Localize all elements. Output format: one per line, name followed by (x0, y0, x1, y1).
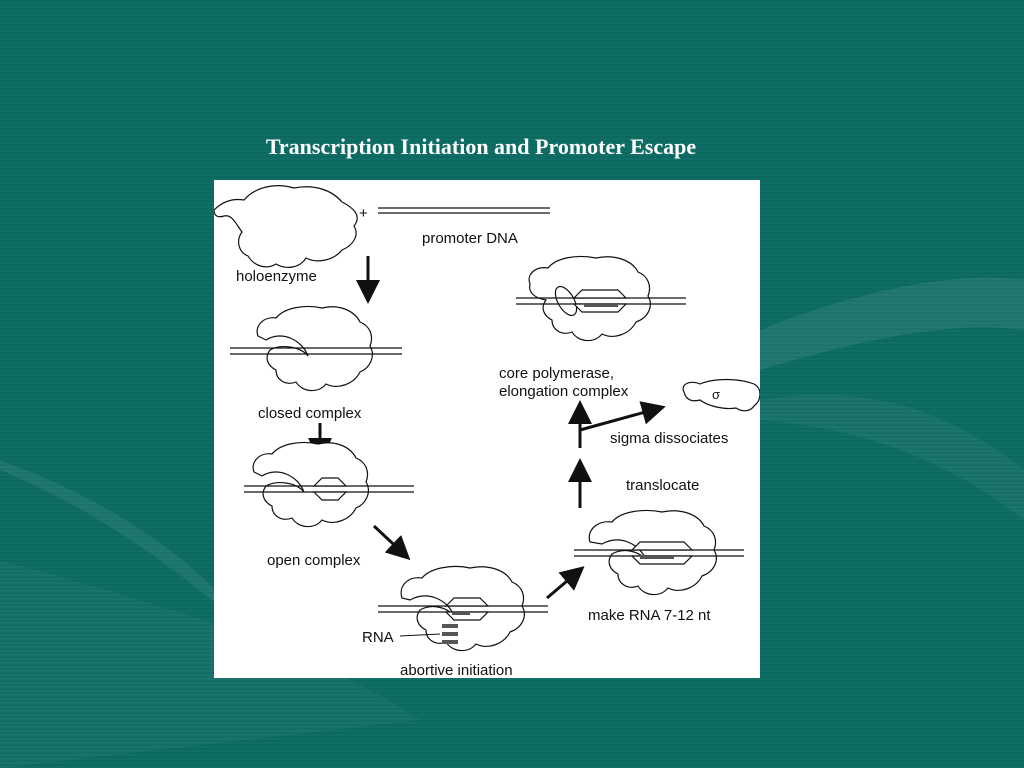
label-core-polymerase-line1: core polymerase, (499, 365, 614, 382)
label-rna: RNA (362, 629, 394, 646)
label-translocate: translocate (626, 477, 699, 494)
arrow-to-make-rna (547, 570, 580, 598)
promoter-dna (378, 208, 550, 213)
arrow-sigma-dissociates (580, 408, 660, 430)
diagram-canvas: + promoter DNA holoenzyme closed complex (214, 180, 760, 678)
make-rna-blob (589, 510, 716, 594)
label-promoter-dna: promoter DNA (422, 230, 518, 247)
label-open-complex: open complex (267, 552, 361, 569)
label-abortive-initiation: abortive initiation (400, 662, 513, 678)
label-make-rna: make RNA 7-12 nt (588, 607, 711, 624)
open-complex-blob (253, 442, 368, 526)
abortive-complex-blob (401, 566, 524, 650)
label-core-polymerase-line2: elongation complex (499, 383, 629, 400)
diagram-figure: + promoter DNA holoenzyme closed complex (214, 180, 760, 678)
arrow-to-abortive (374, 526, 406, 556)
label-sigma-dissociates: sigma dissociates (610, 430, 728, 447)
plus-sign: + (359, 205, 368, 222)
slide-title: Transcription Initiation and Promoter Es… (0, 134, 962, 160)
holoenzyme-blob (214, 186, 357, 268)
sigma-factor-shape (683, 380, 760, 411)
label-holoenzyme: holoenzyme (236, 268, 317, 285)
sigma-symbol: σ (712, 387, 720, 402)
label-closed-complex: closed complex (258, 405, 362, 422)
